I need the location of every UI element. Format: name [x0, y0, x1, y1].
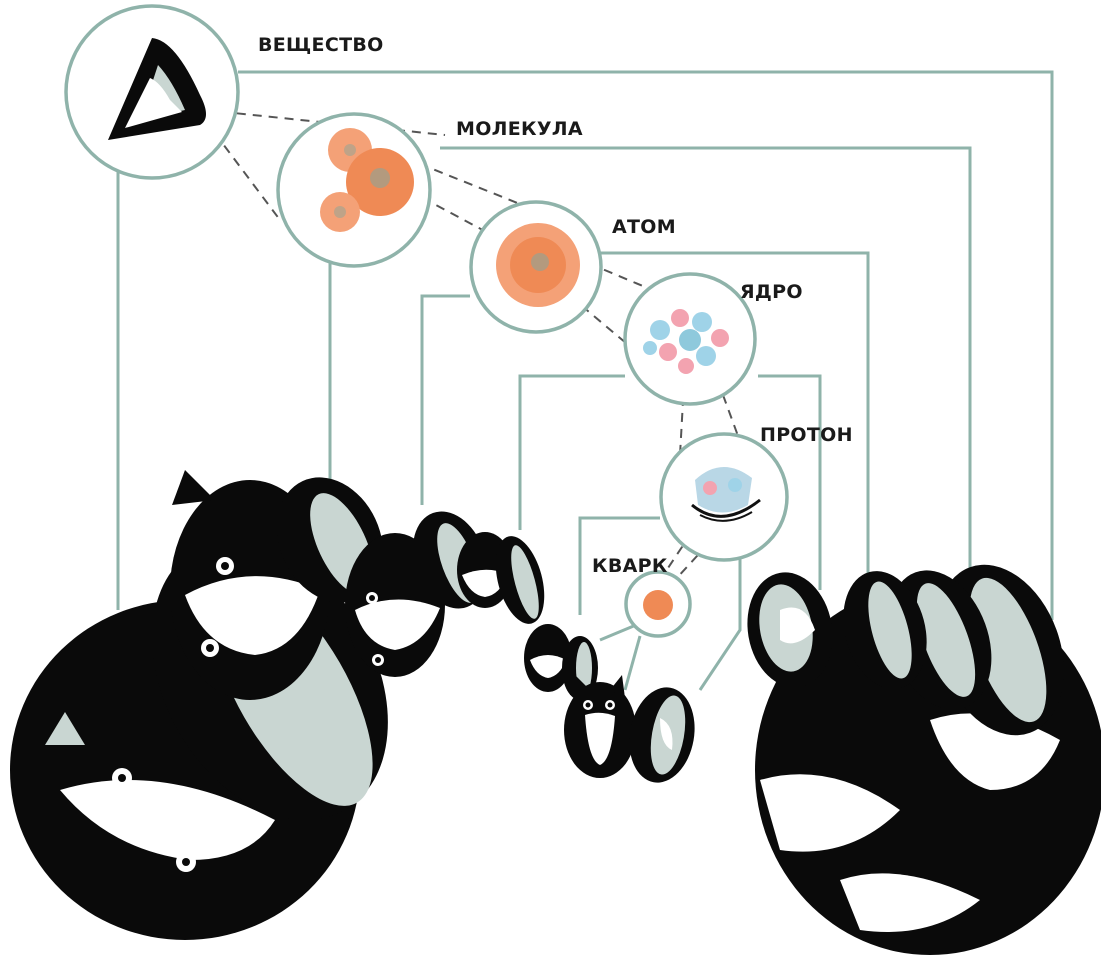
quark-icon [643, 590, 673, 620]
label-substance: ВЕЩЕСТВО [258, 34, 384, 56]
level-quark: КВАРК [592, 555, 690, 636]
cat-doll-fourth [457, 531, 553, 629]
label-proton: ПРОТОН [760, 424, 853, 446]
label-quark: КВАРК [592, 555, 668, 577]
label-nucleus: ЯДРО [740, 281, 803, 303]
atom-icon [496, 223, 580, 307]
label-atom: АТОМ [612, 216, 676, 238]
right-matryoshka-halves [739, 547, 1101, 955]
cat-doll-sixth [564, 675, 702, 788]
level-nucleus: ЯДРО [625, 274, 803, 404]
left-matryoshka-cats [10, 460, 553, 940]
level-proton: ПРОТОН [661, 424, 853, 560]
label-molecule: МОЛЕКУЛА [456, 118, 583, 140]
small-matryoshka-cats [524, 624, 702, 788]
